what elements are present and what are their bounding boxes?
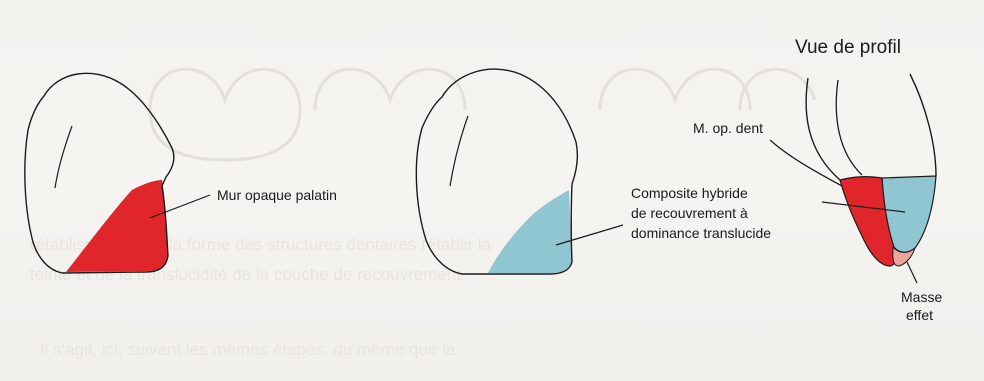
fig2-callout-line-1: Composite hybride bbox=[631, 185, 748, 201]
fig3-masse-label-line-2: effet bbox=[906, 307, 933, 323]
tooth-1-red-palatal-wall bbox=[66, 180, 168, 272]
tooth-2-crease-line bbox=[450, 116, 468, 186]
tooth-2-blue-composite bbox=[488, 190, 572, 273]
profile-inner-curve bbox=[836, 80, 862, 175]
tooth-1-crease-line bbox=[55, 126, 72, 188]
fig3-dent-leader-line bbox=[770, 140, 842, 186]
fig3-masse-label-line-1: Masse bbox=[901, 289, 942, 305]
figure-3-profile: Vue de profil M. op. dent Masse effet bbox=[693, 37, 942, 323]
fig2-callout-line-2: de recouvrement à bbox=[631, 205, 748, 221]
fig2-callout-line-3: dominance translucide bbox=[631, 225, 771, 241]
fig1-callout-label: Mur opaque palatin bbox=[217, 187, 337, 203]
view-title: Vue de profil bbox=[795, 37, 901, 58]
profile-palatal-curve bbox=[910, 74, 936, 176]
fig3-masse-leader-line bbox=[907, 262, 917, 283]
svg-text:Il s'agit, ici, suivant les mê: Il s'agit, ici, suivant les mêmes étapes… bbox=[40, 340, 456, 359]
fig3-callout-dent-label: M. op. dent bbox=[693, 120, 763, 136]
